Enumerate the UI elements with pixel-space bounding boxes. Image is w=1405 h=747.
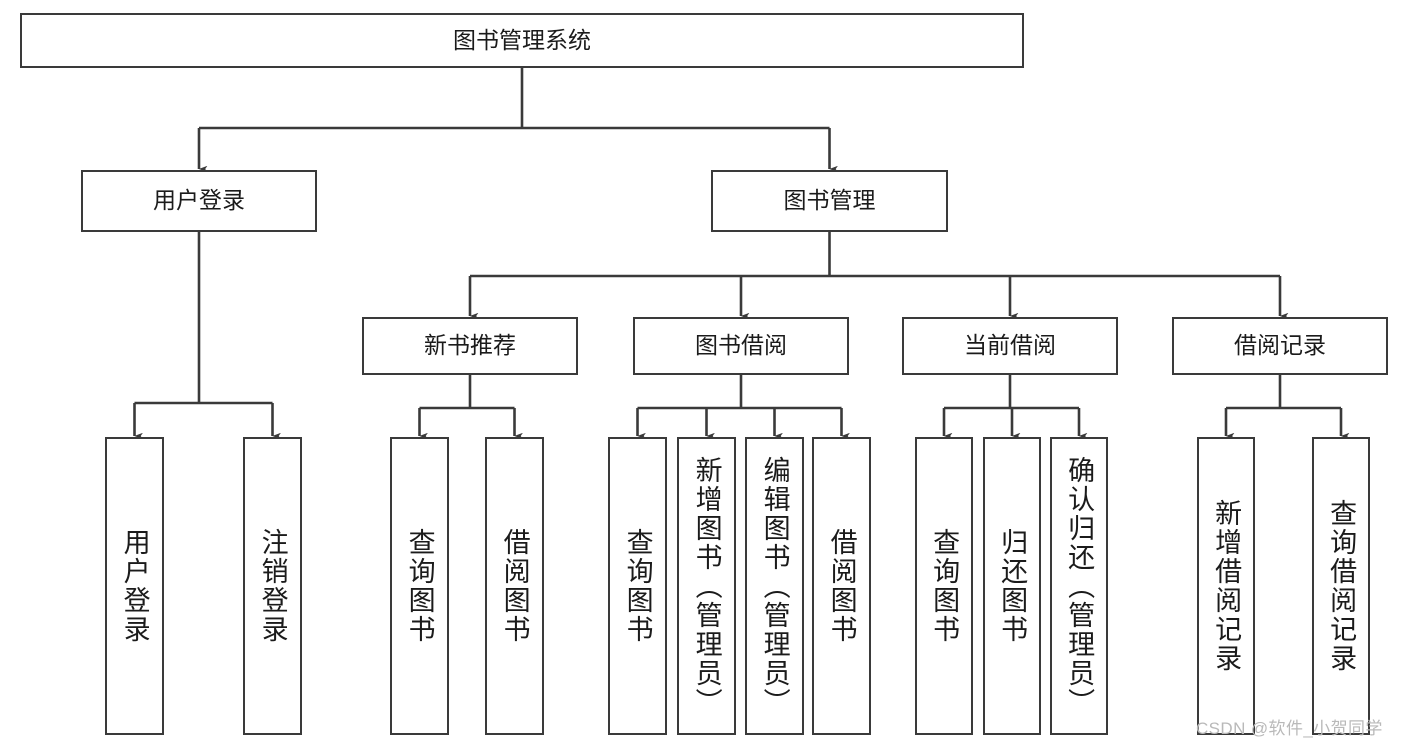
node-label: 编辑图书（管理员） — [759, 455, 790, 717]
node-leaf-cur-confirm[interactable]: 确认归还（管理员） — [1050, 437, 1108, 735]
node-l3-current[interactable]: 当前借阅 — [902, 317, 1118, 375]
node-leaf-user-login[interactable]: 用户登录 — [105, 437, 164, 735]
node-label: 用户登录 — [153, 187, 245, 214]
node-l3-new-book[interactable]: 新书推荐 — [362, 317, 578, 375]
node-label: 新书推荐 — [424, 332, 516, 359]
node-label: 当前借阅 — [964, 332, 1056, 359]
node-label: 查询借阅记录 — [1326, 499, 1357, 673]
node-l3-records[interactable]: 借阅记录 — [1172, 317, 1388, 375]
node-label: 查询图书 — [929, 528, 960, 644]
node-label: 借阅图书 — [826, 528, 857, 644]
node-label: 查询图书 — [622, 528, 653, 644]
node-leaf-cur-return[interactable]: 归还图书 — [983, 437, 1041, 735]
node-label: 注销登录 — [257, 528, 288, 644]
node-label: 新增图书（管理员） — [691, 455, 722, 717]
node-label: 图书借阅 — [695, 332, 787, 359]
node-leaf-bb-add[interactable]: 新增图书（管理员） — [677, 437, 736, 735]
node-label: 新增借阅记录 — [1211, 499, 1242, 673]
node-label: 确认归还（管理员） — [1064, 455, 1095, 717]
node-leaf-rec-add[interactable]: 新增借阅记录 — [1197, 437, 1255, 735]
node-label: 图书管理 — [783, 187, 876, 214]
node-leaf-bb-edit[interactable]: 编辑图书（管理员） — [745, 437, 804, 735]
node-label: 查询图书 — [404, 528, 435, 644]
node-label: 借阅图书 — [499, 528, 530, 644]
node-l3-borrow[interactable]: 图书借阅 — [633, 317, 849, 375]
node-l2-book-mgmt[interactable]: 图书管理 — [711, 170, 948, 232]
node-leaf-bb-borrow[interactable]: 借阅图书 — [812, 437, 871, 735]
node-label: 图书管理系统 — [453, 26, 591, 53]
node-label: 用户登录 — [119, 528, 150, 644]
node-leaf-rec-query[interactable]: 查询借阅记录 — [1312, 437, 1370, 735]
node-leaf-nb-borrow[interactable]: 借阅图书 — [485, 437, 544, 735]
node-label: 归还图书 — [997, 528, 1028, 644]
node-l2-user-login[interactable]: 用户登录 — [81, 170, 317, 232]
node-leaf-bb-query[interactable]: 查询图书 — [608, 437, 667, 735]
node-label: 借阅记录 — [1234, 332, 1326, 359]
node-leaf-cur-query[interactable]: 查询图书 — [915, 437, 973, 735]
node-leaf-user-logout[interactable]: 注销登录 — [243, 437, 302, 735]
node-root[interactable]: 图书管理系统 — [20, 13, 1024, 68]
node-leaf-nb-query[interactable]: 查询图书 — [390, 437, 449, 735]
